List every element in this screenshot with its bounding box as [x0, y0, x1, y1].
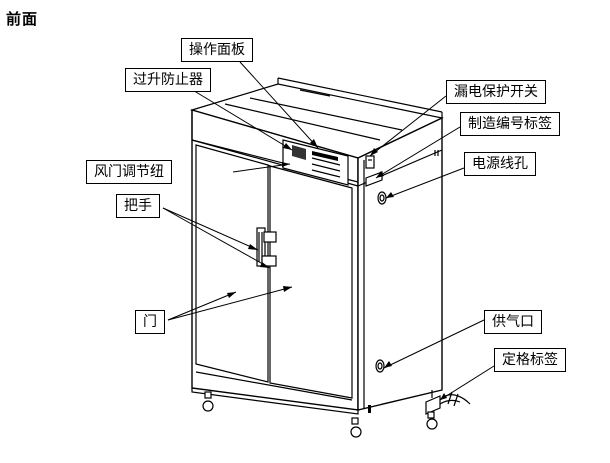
- label-serial-plate: 制造编号标签: [460, 112, 560, 136]
- label-handle: 把手: [116, 194, 160, 218]
- label-door: 门: [135, 310, 165, 334]
- label-leakage-breaker: 漏电保护开关: [446, 80, 546, 104]
- cabinet-front: [191, 109, 359, 415]
- door-handle: [256, 227, 277, 267]
- label-gas-inlet: 供气口: [484, 310, 542, 334]
- label-over-temp-protector: 过升防止器: [125, 68, 211, 92]
- label-operation-panel: 操作面板: [181, 38, 253, 62]
- leader-lines: [162, 61, 495, 401]
- arrow-heads: [227, 139, 447, 400]
- page-title: 前面: [6, 10, 39, 28]
- label-rating-label: 定格标签: [494, 348, 566, 372]
- label-power-cable-hole: 电源线孔: [464, 152, 536, 176]
- cabinet-wheels: [202, 391, 438, 438]
- label-damper-knob: 风门调节纽: [86, 160, 172, 184]
- cabinet-side: [357, 116, 471, 415]
